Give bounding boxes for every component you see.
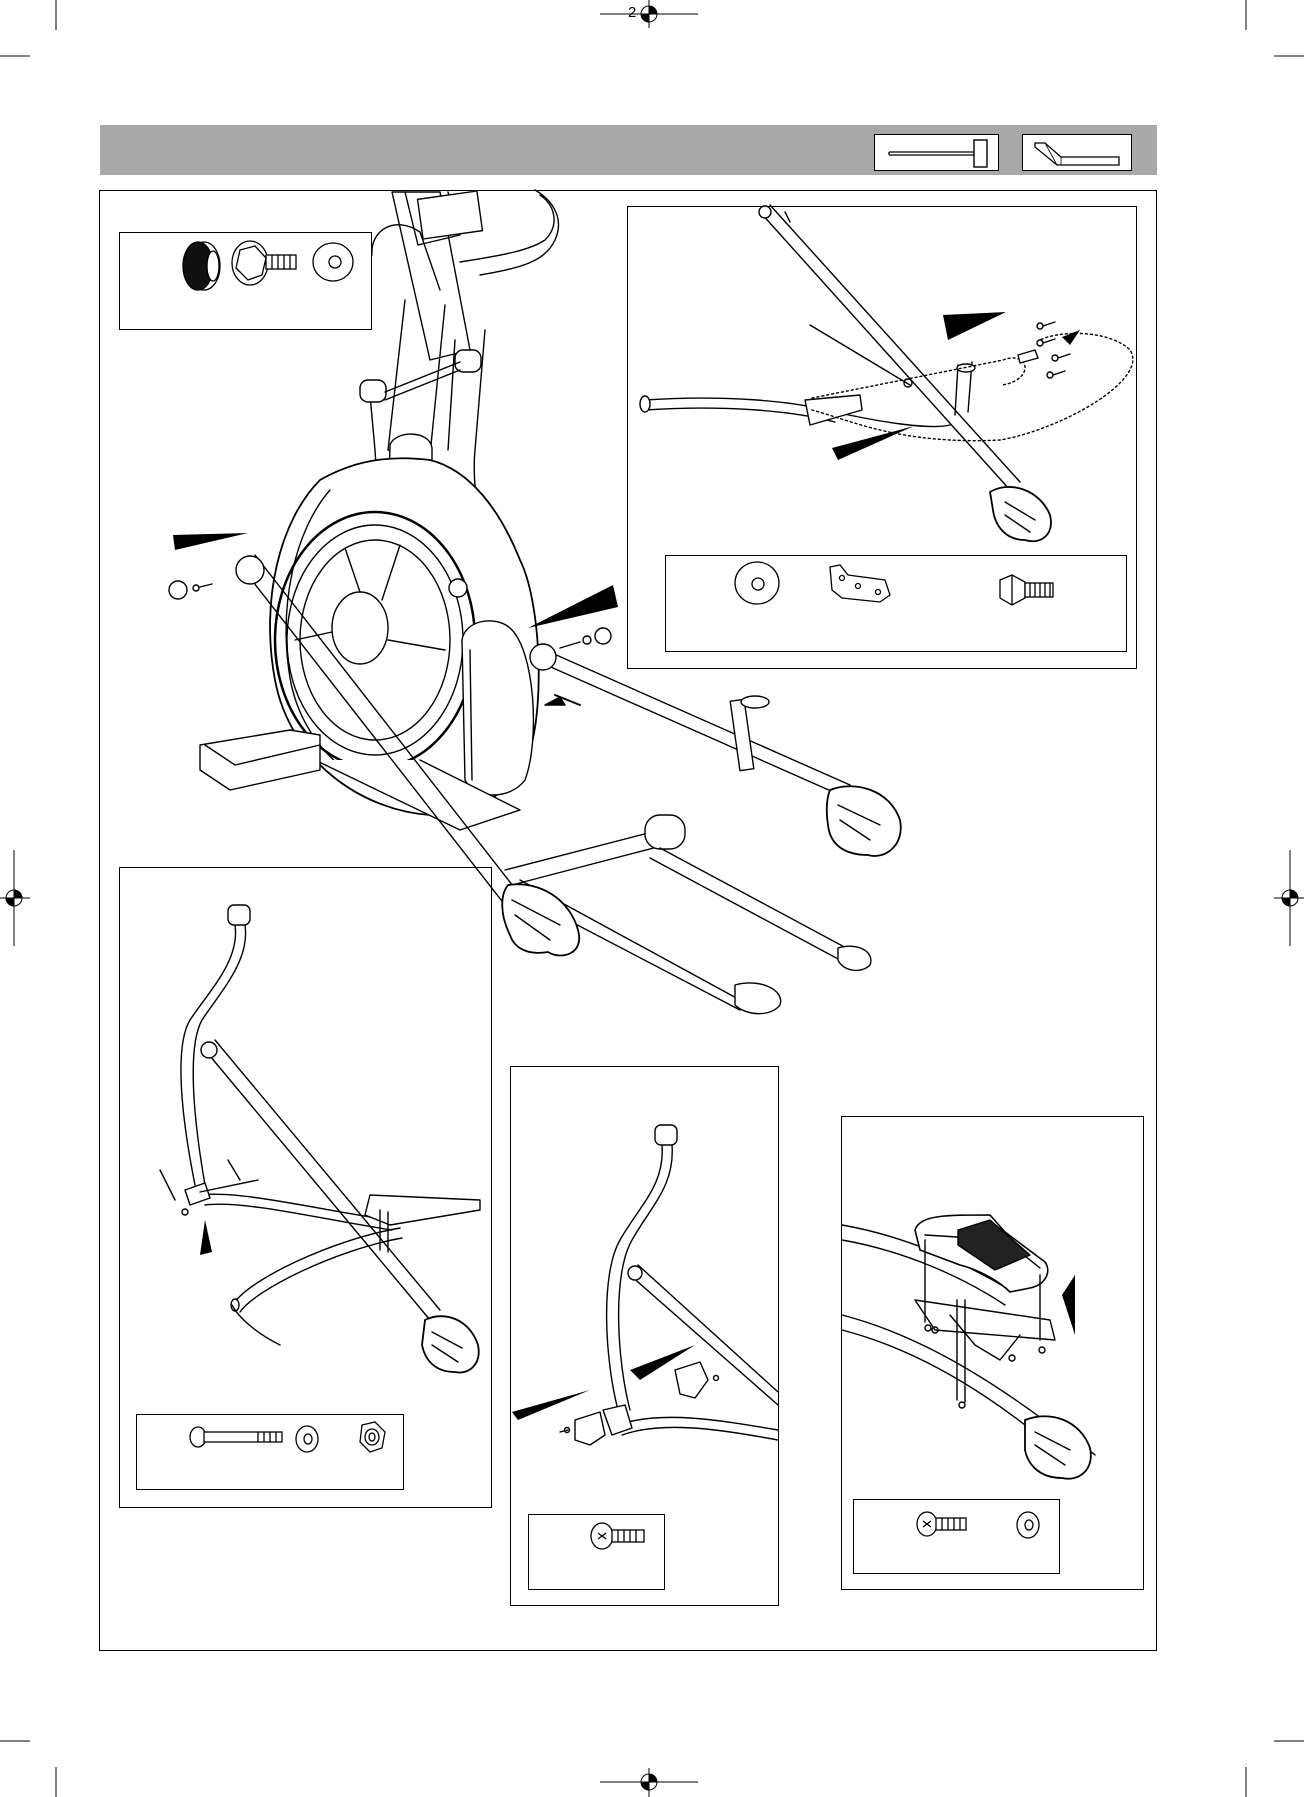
hardware-box-foot-pedal xyxy=(853,1499,1060,1574)
hardware-box-pedal-cover xyxy=(528,1514,665,1590)
hardware-box-pedal-arm-pivot xyxy=(136,1414,404,1490)
detail-panel-pedal-arm-pivot xyxy=(119,867,492,1508)
detail-panel-rear-axle-hardware xyxy=(119,232,372,330)
hardware-box-crank-arm xyxy=(665,555,1127,652)
